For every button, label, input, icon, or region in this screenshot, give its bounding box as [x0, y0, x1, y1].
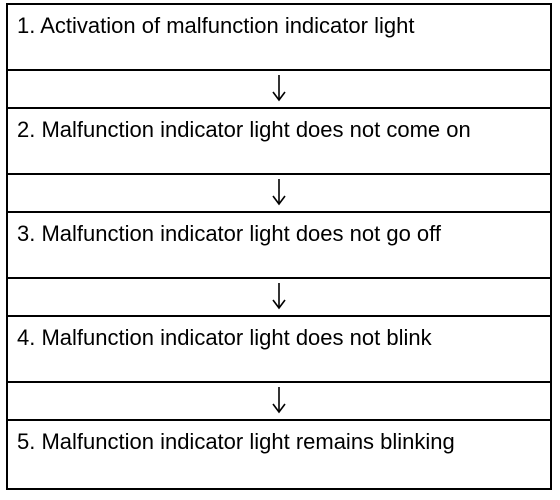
flow-connector [8, 383, 550, 421]
flow-step-1: 1. Activation of malfunction indicator l… [8, 5, 550, 71]
flow-connector [8, 71, 550, 109]
flow-step-2: 2. Malfunction indicator light does not … [8, 109, 550, 175]
flow-step-label: 1. Activation of malfunction indicator l… [17, 13, 415, 38]
flow-step-label: 5. Malfunction indicator light remains b… [17, 429, 455, 454]
flow-step-5: 5. Malfunction indicator light remains b… [8, 421, 550, 488]
flow-connector [8, 175, 550, 213]
down-arrow-icon [272, 283, 286, 310]
down-arrow-icon [272, 387, 286, 414]
diagnosis-flowchart: 1. Activation of malfunction indicator l… [6, 3, 552, 490]
flow-step-label: 2. Malfunction indicator light does not … [17, 117, 471, 142]
down-arrow-icon [272, 179, 286, 206]
down-arrow-icon [272, 75, 286, 102]
flow-step-label: 4. Malfunction indicator light does not … [17, 325, 432, 350]
flow-step-3: 3. Malfunction indicator light does not … [8, 213, 550, 279]
flow-step-label: 3. Malfunction indicator light does not … [17, 221, 441, 246]
flow-step-4: 4. Malfunction indicator light does not … [8, 317, 550, 383]
flow-connector [8, 279, 550, 317]
